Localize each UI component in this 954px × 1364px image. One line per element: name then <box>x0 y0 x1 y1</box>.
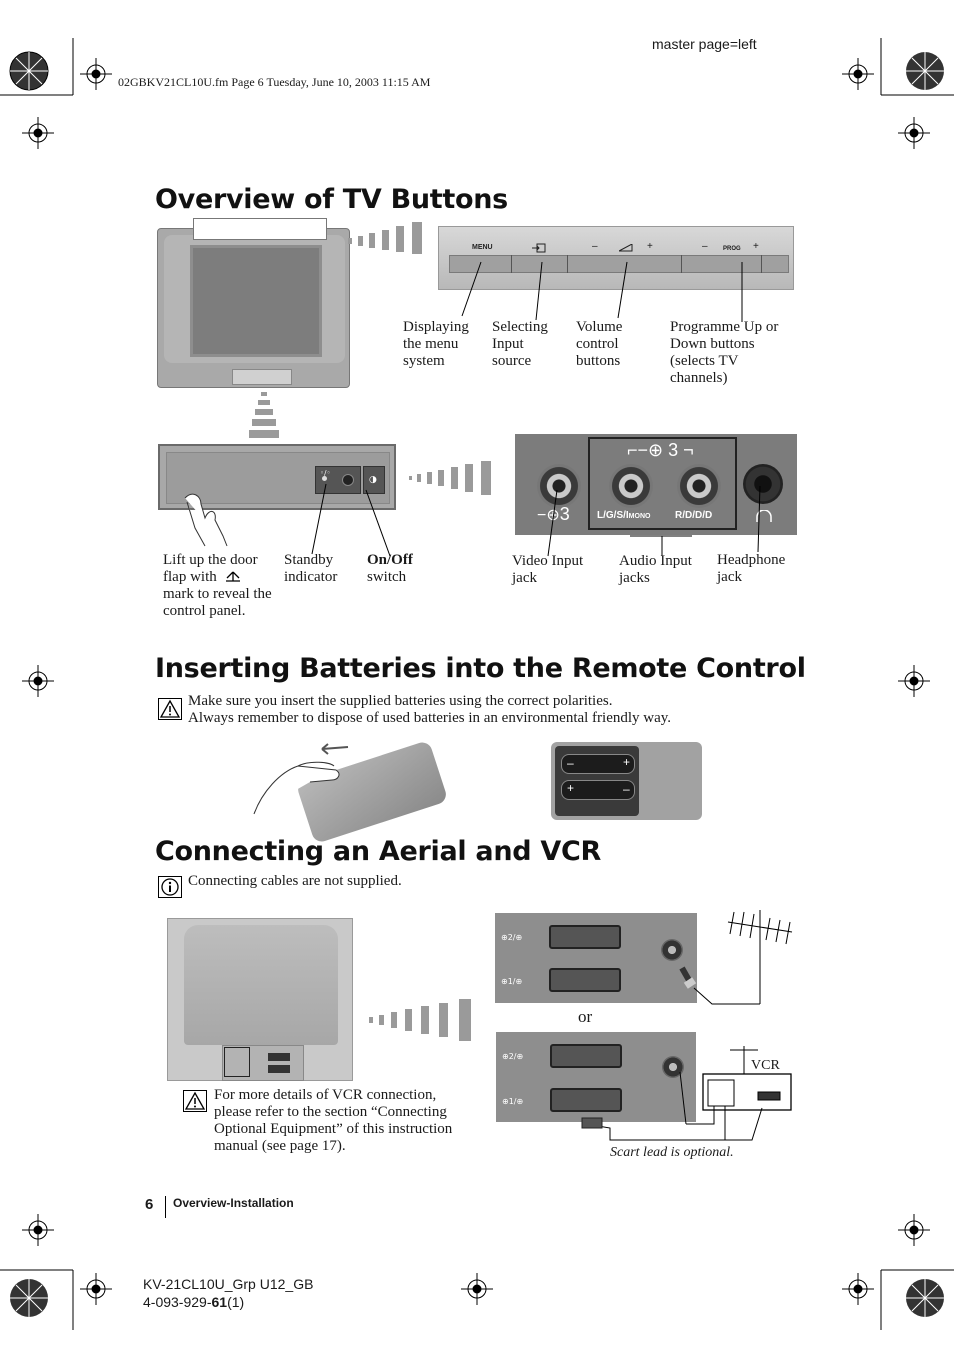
section-title-aerial: Connecting an Aerial and VCR <box>155 836 601 867</box>
file-info-line: 02GBKV21CL10U.fm Page 6 Tuesday, June 10… <box>118 75 431 89</box>
registration-mark-icon <box>906 52 944 90</box>
battery-note-2: Always remember to dispose of used batte… <box>188 710 672 726</box>
callout-headphone: Headphone jack <box>717 552 786 585</box>
aerial-connection-image: ⊕2/⊕ ⊕1/⊕ <box>495 913 697 1003</box>
jack-right-label: R/D/D/D <box>675 510 713 521</box>
prog-minus-label: – <box>702 241 708 252</box>
page-number: 6 <box>145 1196 154 1213</box>
footer-model: KV-21CL10U_Grp U12_GB <box>143 1276 314 1292</box>
jack-left-label: L/G/S/IMONO <box>597 510 651 521</box>
callout-audio: Audio Input jacks <box>619 553 692 586</box>
info-icon <box>158 876 182 898</box>
prog-plus-label: + <box>753 241 759 252</box>
zoom-beam <box>369 999 471 1041</box>
tv-rear-image <box>167 918 353 1081</box>
remote-cover-image <box>250 739 449 845</box>
headphone-icon <box>756 510 772 522</box>
master-page-label: master page=left <box>652 36 757 52</box>
footer-divider <box>165 1196 166 1218</box>
callout-video: Video Input jack <box>512 553 584 586</box>
aerial-note: Connecting cables are not supplied. <box>188 873 402 889</box>
button-panel-image: MENU – + – PROG + <box>438 226 794 290</box>
callout-lines-jacks <box>547 485 761 557</box>
remote-batteries-image: – + + – <box>551 742 702 820</box>
registration-mark-icon <box>9 51 49 91</box>
or-label: or <box>578 1007 593 1026</box>
scart-note: Scart lead is optional. <box>610 1145 734 1160</box>
prog-label: PROG <box>723 246 741 252</box>
callout-programme: Programme Up or Down buttons (selects TV… <box>670 319 779 386</box>
vcr-connection-image: ⊕2/⊕ ⊕1/⊕ <box>496 1032 696 1122</box>
callout-input: Selecting Input source <box>492 319 548 369</box>
jack-top-3-label: ⌐−⊕ 3 ¬ <box>627 440 694 460</box>
callout-volume: Volume control buttons <box>576 319 623 369</box>
callout-door: Lift up the door flap with mark to revea… <box>163 552 272 619</box>
vcr-label: VCR <box>751 1058 780 1073</box>
tv-front-image <box>157 228 350 388</box>
zoom-beam <box>249 392 279 438</box>
warning-triangle-icon <box>158 698 182 720</box>
zoom-beam <box>348 222 422 254</box>
section-title-batteries: Inserting Batteries into the Remote Cont… <box>155 653 806 684</box>
footer-code: 4-093-929-61(1) <box>143 1294 245 1310</box>
warning-triangle-icon <box>183 1090 207 1112</box>
battery-note-1: Make sure you insert the supplied batter… <box>188 693 613 709</box>
door-flap-mark-icon <box>225 571 240 582</box>
input-jacks-image: −⊕3 ⌐−⊕ 3 ¬ L/G/S/IMONO R/D/D/D <box>515 434 797 535</box>
callout-lines-panel <box>461 261 743 322</box>
callout-menu: Displaying the menu system <box>403 319 469 369</box>
registration-mark-icon <box>906 1279 944 1317</box>
zoom-beam <box>409 461 491 495</box>
menu-button-label: MENU <box>472 244 493 251</box>
hand-lifting-door-icon <box>184 493 228 547</box>
input-select-icon <box>532 243 546 253</box>
hand-icon <box>253 761 340 815</box>
section-title-overview: Overview of TV Buttons <box>155 184 508 215</box>
volume-plus-label: + <box>647 241 653 252</box>
registration-mark-icon <box>10 1279 48 1317</box>
volume-icon <box>619 244 633 252</box>
callout-standby: Standby indicator <box>284 552 338 585</box>
control-panel-image: ◦/◦ ◑ <box>158 444 396 510</box>
control-area-highlight <box>193 218 327 240</box>
footer-section: Overview-Installation <box>173 1196 294 1210</box>
slide-arrow-icon <box>321 743 349 755</box>
callout-onoff: On/Off switch <box>367 552 413 585</box>
callout-lines-control <box>311 483 391 557</box>
vcr-note: For more details of VCR connection, plea… <box>214 1087 453 1154</box>
volume-minus-label: – <box>592 241 598 252</box>
